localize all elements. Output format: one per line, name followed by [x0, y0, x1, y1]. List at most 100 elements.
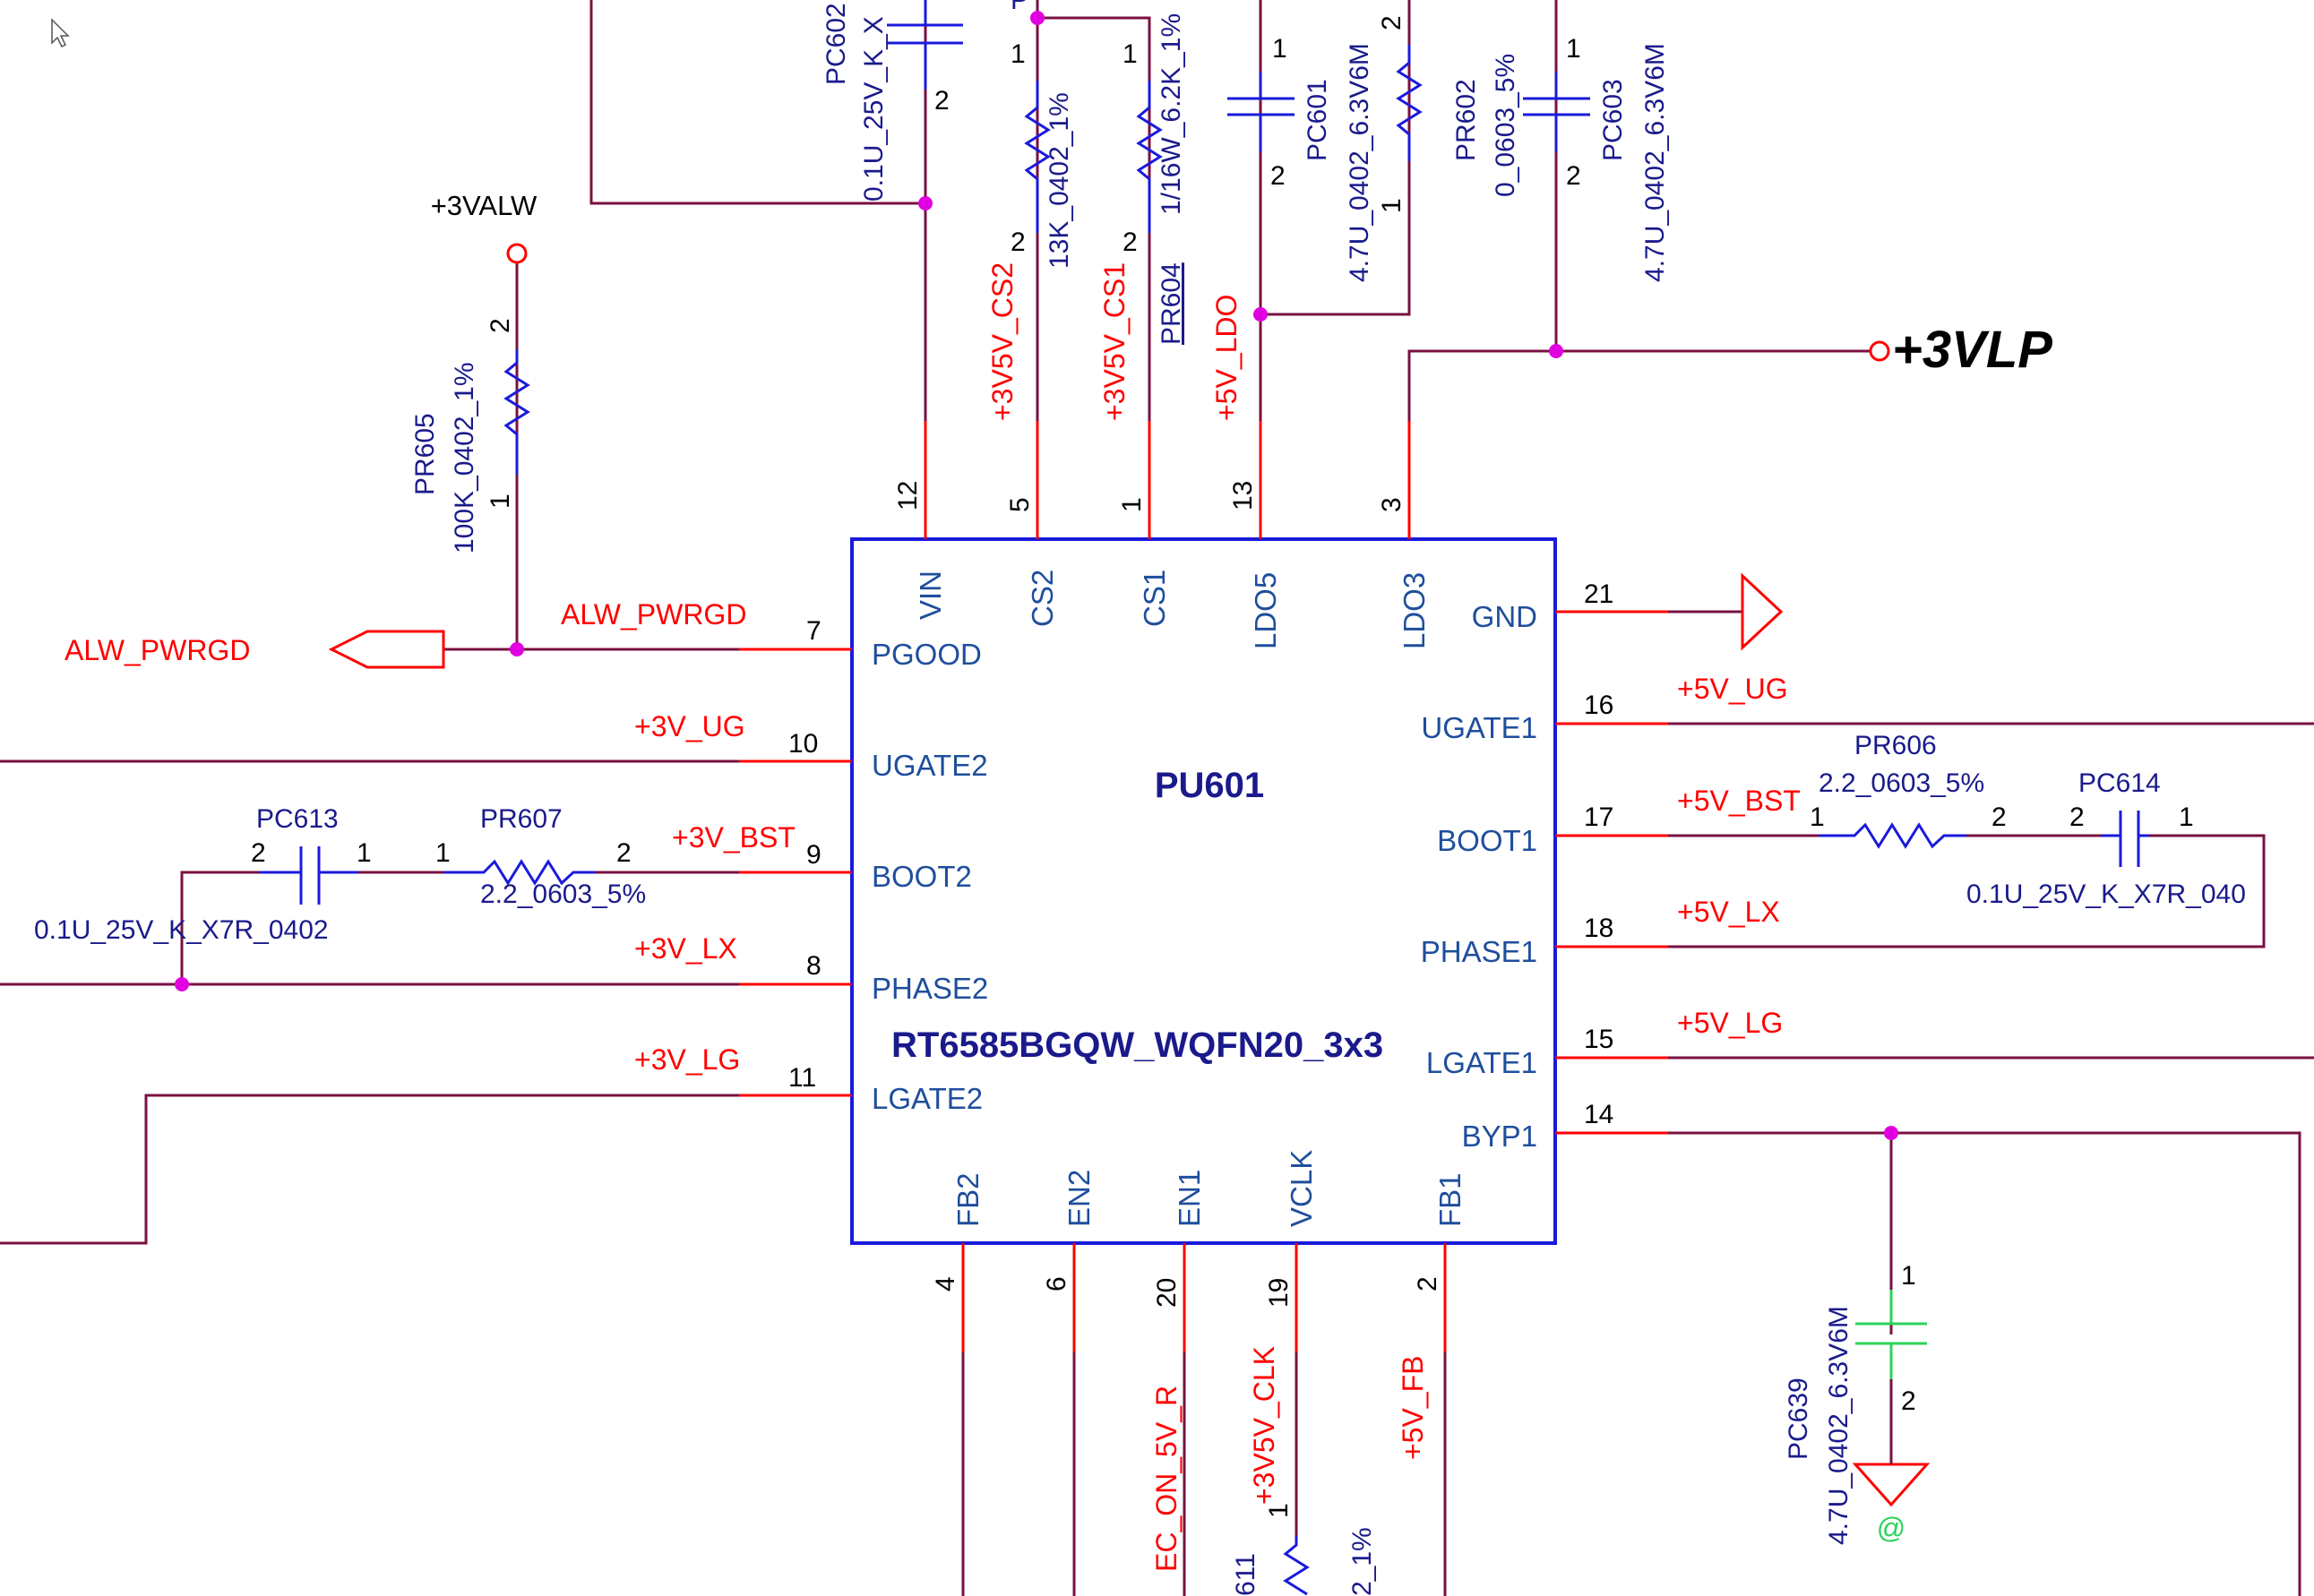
pin-cs1-num: 1 — [1117, 497, 1147, 512]
junction-dot — [918, 196, 933, 210]
pr606-pin2: 2 — [1991, 802, 2007, 832]
rcs2-pin2: 2 — [1011, 227, 1026, 257]
pr606-value: 2.2_0603_5% — [1819, 768, 1984, 798]
pr607-value: 2.2_0603_5% — [480, 880, 646, 909]
net-5v-fb: +5V_FB — [1397, 1355, 1429, 1460]
pr606-pin1: 1 — [1810, 802, 1825, 832]
pc639-pin2: 2 — [1901, 1386, 1916, 1416]
net-5v-ug: +5V_UG — [1677, 673, 1788, 705]
cap-pc639: 1 2 PC639 4.7U_0402_6.3V6M @ — [1784, 1261, 1927, 1545]
pc601-ref: PC601 — [1303, 79, 1332, 161]
net-5v-lx: +5V_LX — [1677, 896, 1780, 928]
cap-pc603: 1 2 PC603 4.7U_0402_6.3V6M — [1523, 34, 1670, 282]
pr611-value: 2_1% — [1347, 1527, 1377, 1596]
junction-dot — [1030, 11, 1045, 25]
pc614-value: 0.1U_25V_K_X7R_040 — [1966, 880, 2246, 909]
pr607-pin2: 2 — [616, 838, 632, 868]
pc613-pin2: 2 — [251, 838, 266, 868]
pc614-pin1: 1 — [2179, 802, 2194, 832]
pin-pgood-label: PGOOD — [872, 638, 982, 671]
pin-lgate2-label: LGATE2 — [872, 1082, 983, 1115]
pc603-pin2: 2 — [1566, 161, 1581, 191]
pc601-value: 4.7U_0402_6.3V6M — [1345, 43, 1374, 282]
pr607-ref: PR607 — [480, 804, 563, 834]
pin-lgate1-num: 15 — [1584, 1025, 1613, 1054]
pin-phase2-label: PHASE2 — [872, 972, 988, 1005]
junction-dot — [175, 977, 189, 991]
chip-body — [850, 537, 1557, 1245]
net-3v5v-cs1: +3V5V_CS1 — [1098, 262, 1131, 421]
junction-dot — [1549, 344, 1563, 358]
resistor-pr605: 2 1 PR605 100K_0402_1% — [410, 318, 530, 553]
resistor-pr607: PR607 1 2 2.2_0603_5% — [435, 804, 646, 909]
pr605-pin1: 1 — [486, 493, 515, 509]
resistor-pr606: PR606 2.2_0603_5% 1 2 — [1810, 731, 2007, 849]
bottom-pins: FB2 EN2 EN1 VCLK FB1 4 6 20 19 2 EC_ON_5… — [931, 1150, 1467, 1572]
pin-lgate2-num: 11 — [788, 1063, 816, 1093]
pc602-ref: PC602 — [822, 3, 851, 85]
pin-fb1-num: 2 — [1413, 1276, 1442, 1291]
pc603-ref: PC603 — [1598, 79, 1628, 161]
offpage-port-icon — [328, 630, 445, 669]
pr611-pin1: 1 — [1264, 1503, 1294, 1518]
pin-boot2-label: BOOT2 — [872, 860, 972, 893]
pc603-pin1: 1 — [1566, 34, 1581, 64]
pin-lgate1-label: LGATE1 — [1426, 1046, 1537, 1079]
pin-ldo5-label: LDO5 — [1249, 572, 1282, 649]
net-5v-ldo: +5V_LDO — [1210, 295, 1243, 421]
net-ec-on-5v-r: EC_ON_5V_R — [1150, 1386, 1183, 1572]
pr605-value: 100K_0402_1% — [450, 362, 479, 553]
pin-en1-label: EN1 — [1173, 1170, 1206, 1227]
junction-dot — [1253, 307, 1268, 322]
pin-boot2-num: 9 — [806, 840, 822, 870]
net-3v-ug: +3V_UG — [634, 710, 745, 742]
pr605-ref: PR605 — [410, 413, 440, 495]
pc639-ref: PC639 — [1784, 1377, 1813, 1460]
power-port-icon — [1869, 340, 1890, 362]
pin-boot1-label: BOOT1 — [1437, 824, 1537, 857]
power-3valw: +3VALW — [431, 190, 538, 264]
pc639-mark: @ — [1877, 1512, 1905, 1544]
pc613-ref: PC613 — [256, 804, 339, 834]
pin-ugate2-num: 10 — [788, 729, 818, 759]
resistor-pr602: 1 2 PR602 0_0603_5% — [1377, 15, 1520, 213]
pc601-pin1: 1 — [1272, 34, 1287, 64]
pin-ldo3-label: LDO3 — [1398, 572, 1431, 649]
pin-en1-num: 20 — [1152, 1278, 1182, 1308]
resistor-cs2: 1 2 P 13K_0402_1% — [1011, 0, 1074, 269]
pin-vin-num: 12 — [893, 481, 923, 511]
power-3vlp-label: +3VLP — [1892, 321, 2052, 379]
pin-gnd-label: GND — [1472, 600, 1537, 633]
pin-boot1-num: 17 — [1584, 802, 1613, 832]
pr606-ref: PR606 — [1854, 731, 1937, 760]
pc602-pin2: 2 — [934, 86, 950, 116]
top-pins: VIN CS2 CS1 LDO5 LDO3 12 5 1 13 3 — [893, 421, 1431, 649]
pin-en2-num: 6 — [1042, 1276, 1071, 1291]
pin-phase2-num: 8 — [806, 951, 822, 981]
cap-pc613: PC613 2 1 0.1U_25V_K_X7R_0402 — [34, 804, 372, 945]
pin-phase1-label: PHASE1 — [1421, 935, 1537, 968]
pin-byp1-num: 14 — [1584, 1100, 1613, 1129]
net-3v5v-clk: +3V5V_CLK — [1248, 1346, 1280, 1505]
pr605-pin2: 2 — [486, 318, 515, 333]
cap-pc601: 1 2 PC601 4.7U_0402_6.3V6M — [1227, 34, 1374, 282]
net-3v-bst: +3V_BST — [672, 821, 796, 854]
pr602-ref: PR602 — [1451, 79, 1481, 161]
chip-partnumber: RT6585BGQW_WQFN20_3x3 — [891, 1025, 1383, 1065]
pin-fb2-label: FB2 — [951, 1172, 985, 1227]
pr611-ref: 611 — [1231, 1553, 1260, 1596]
rcs2-ref: P — [1011, 0, 1028, 15]
resistor-pr611: 1 611 2_1% — [1231, 1503, 1377, 1596]
pin-ldo5-num: 13 — [1228, 481, 1258, 511]
ground-icon — [1852, 1463, 1931, 1507]
power-port-icon — [506, 243, 528, 264]
port-alw-pwrgd: ALW_PWRGD — [65, 630, 445, 669]
pc603-value: 4.7U_0402_6.3V6M — [1640, 43, 1670, 282]
pr604-pin1: 1 — [1123, 39, 1138, 69]
rcs2-pin1: 1 — [1011, 39, 1026, 69]
chip-refdes: PU601 — [1155, 766, 1264, 805]
pr604-pin2: 2 — [1123, 227, 1138, 257]
net-3v-lg: +3V_LG — [634, 1043, 740, 1076]
